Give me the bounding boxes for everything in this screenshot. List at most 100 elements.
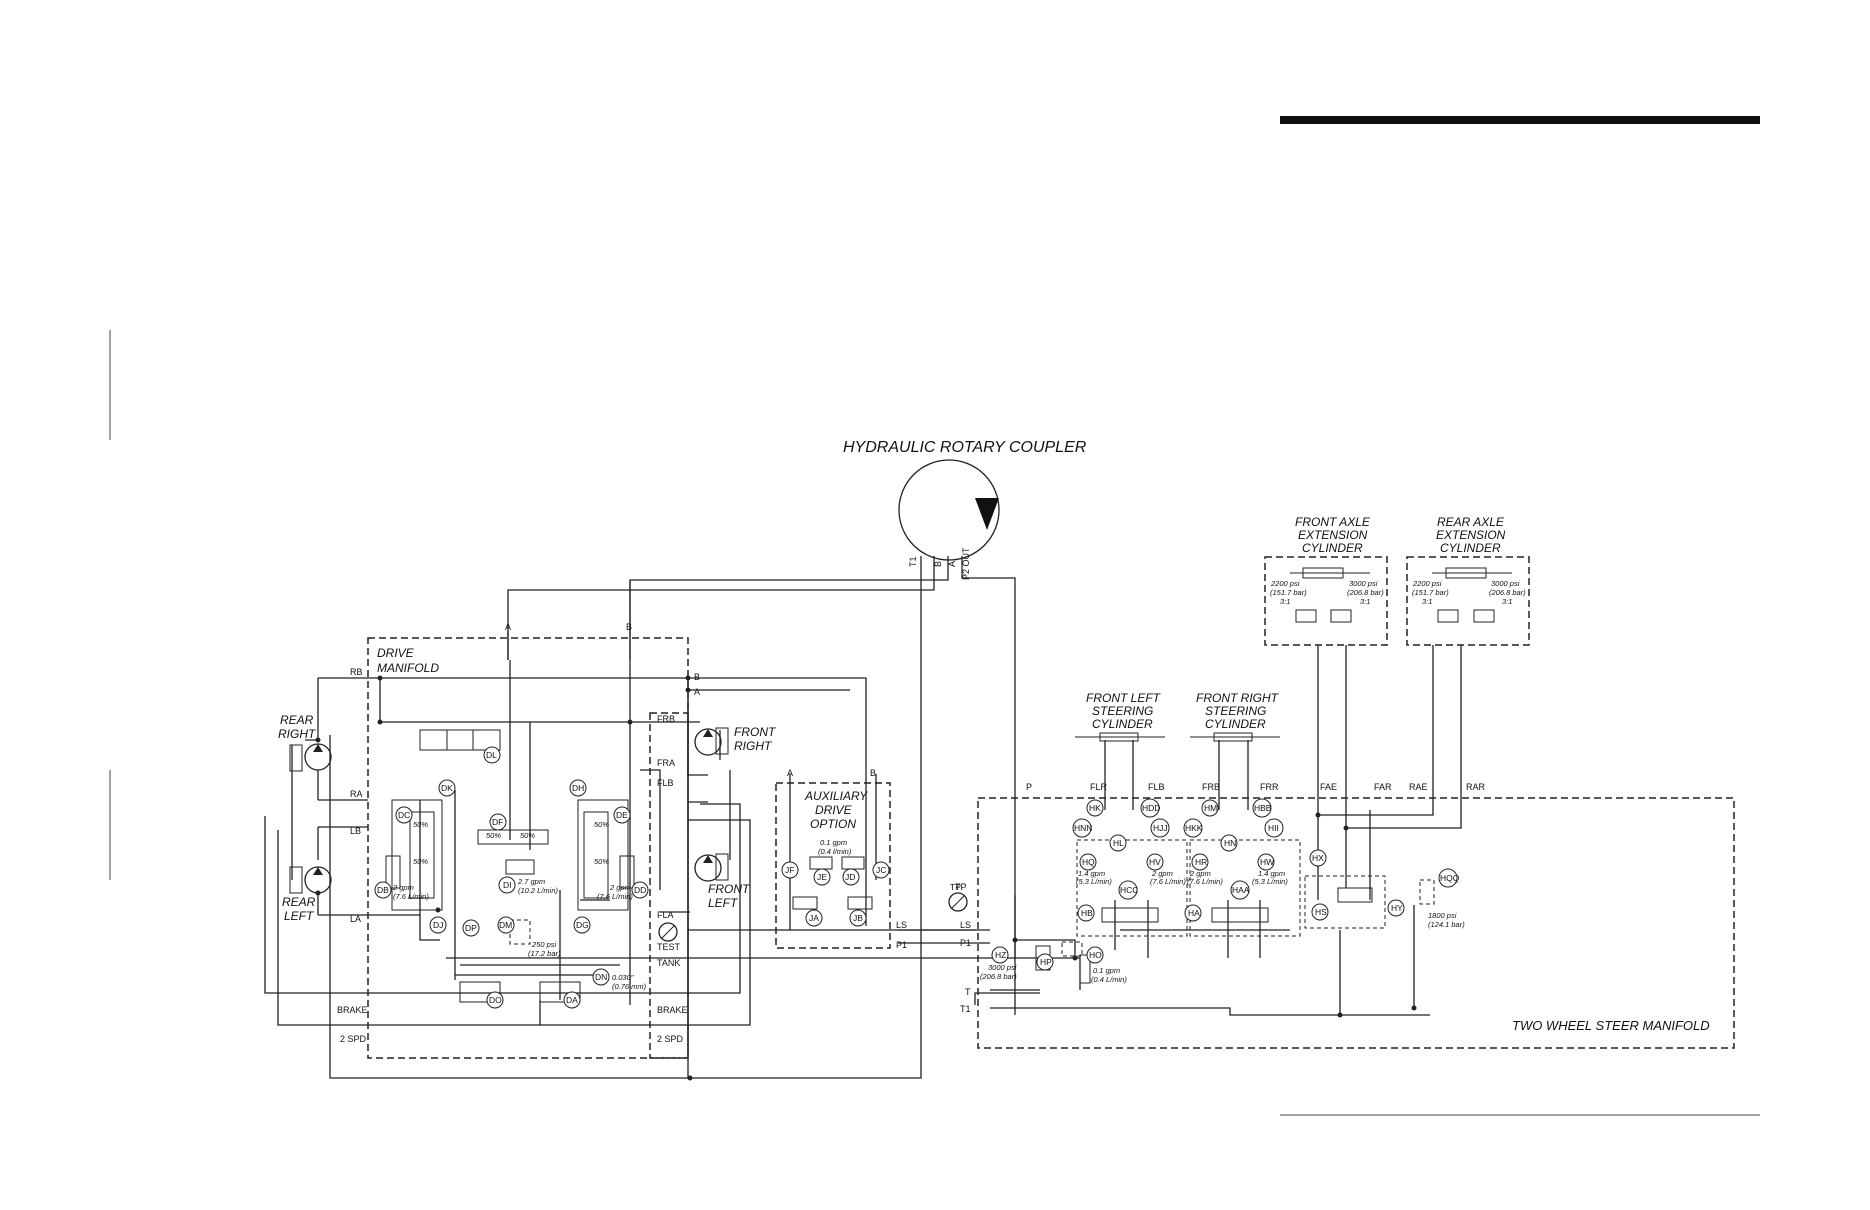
code-hs: HS (1311, 903, 1329, 921)
code-hz: HZ (991, 946, 1009, 964)
svg-text:JD: JD (845, 872, 855, 882)
tw-port-ls: LS (960, 920, 971, 930)
svg-text:HV: HV (1149, 857, 1161, 867)
spec-ho-gpm: 0.1 gpm (1093, 966, 1120, 975)
spec-hr-gpm: 2 gpm (1189, 869, 1211, 878)
drive-front-subbox (649, 712, 689, 1059)
svg-text:HP: HP (1040, 957, 1052, 967)
motor-rear-left-label-1: REAR (282, 895, 316, 909)
spec-ho-lmin: (0.4 L/min) (1091, 975, 1127, 984)
code-hr: HR (1191, 853, 1209, 871)
code-hkk: HKK (1183, 818, 1203, 838)
aux-label-1: AUXILIARY (804, 789, 868, 803)
fl-dir-valve (1101, 907, 1159, 923)
fa-label-1: FRONT AXLE (1295, 515, 1371, 529)
code-do: DO (486, 991, 504, 1009)
spec-dm-psi: 250 psi (531, 940, 557, 949)
fa-r-psi: 3000 psi (1349, 579, 1378, 588)
svg-text:HN: HN (1224, 838, 1236, 848)
spec-db-lmin: (7.6 L/min) (393, 892, 429, 901)
aux-label-3: OPTION (810, 817, 856, 831)
port-la: LA (350, 914, 361, 924)
drive-manifold-label-1: DRIVE (377, 646, 415, 660)
tw-top-ports: P FLR FLB FRB FRR FAE FAR RAE RAR (1026, 782, 1486, 792)
drive-codes: DL DK DC DF DE DH DB DI DD DJ DP DM DG D… (374, 746, 649, 1009)
motor-rear-left-label-2: LEFT (284, 909, 315, 923)
ho-orifice (1079, 954, 1091, 984)
svg-text:DG: DG (576, 920, 589, 930)
port-flb: FLB (657, 778, 674, 788)
tw-port-p: P (1026, 782, 1032, 792)
code-jb: JB (849, 909, 867, 927)
code-de: DE (613, 806, 631, 824)
two-wheel-steer-label: TWO WHEEL STEER MANIFOLD (1512, 1018, 1710, 1033)
port-brake-left: BRAKE (337, 1005, 368, 1015)
tp-gauge (948, 892, 968, 912)
code-haa: HAA (1230, 880, 1250, 900)
code-hx: HX (1309, 849, 1327, 867)
fr-steer-label-1: FRONT RIGHT (1196, 691, 1280, 705)
fl-steer-subbox (1076, 839, 1188, 937)
code-ho: HO (1086, 946, 1104, 964)
code-je: JE (813, 868, 831, 886)
svg-text:HW: HW (1260, 857, 1274, 867)
spec-dd-lmin: (7.6 L/min) (597, 892, 633, 901)
svg-text:HS: HS (1315, 907, 1327, 917)
svg-text:DE: DE (616, 810, 628, 820)
motor-front-right: FRONT RIGHT (694, 725, 777, 756)
port-dm-top-a: A (505, 622, 511, 632)
code-tp: TP (950, 882, 961, 892)
code-ja: JA (805, 909, 823, 927)
fa-label-2: EXTENSION (1298, 528, 1368, 542)
code-hb: HB (1077, 904, 1095, 922)
spec-db-gpm: 2 gpm (392, 883, 414, 892)
spec-dm-bar: (17.2 bar) (528, 949, 561, 958)
aux-spec-lmin: (0.4 l/min) (818, 847, 852, 856)
aux-valve-2 (841, 856, 865, 870)
svg-text:JF: JF (785, 865, 794, 875)
svg-text:JA: JA (809, 913, 819, 923)
spec-hz-bar: (206.8 bar) (980, 972, 1017, 981)
svg-text:DK: DK (441, 783, 453, 793)
svg-text:HA: HA (1188, 908, 1200, 918)
spec-50-d: 50% (520, 831, 535, 840)
svg-text:DH: DH (572, 783, 584, 793)
steer-specs: 3000 psi (206.8 bar) 0.1 gpm (0.4 L/min)… (980, 869, 1465, 984)
svg-text:JE: JE (817, 872, 827, 882)
aux-drive-box (775, 782, 891, 949)
spec-hw-lmin: (5.3 L/min) (1252, 877, 1288, 886)
fl-steer-cylinder: FRONT LEFT STEERING CYLINDER (1075, 691, 1165, 742)
code-hbb: HBB (1252, 798, 1272, 818)
spec-hz-psi: 3000 psi (988, 963, 1017, 972)
svg-text:HCC: HCC (1120, 885, 1138, 895)
drive-components (385, 729, 635, 1003)
coupler-arrow-icon (975, 498, 999, 530)
drive-manifold-ports: RB RA LB LA BRAKE 2 SPD A B B A FRB FRA … (337, 622, 700, 1044)
code-hq: HQ (1079, 853, 1097, 871)
motor-rear-right-label-2: RIGHT (278, 727, 317, 741)
tw-port-rar: RAR (1466, 782, 1486, 792)
svg-text:HII: HII (1268, 823, 1279, 833)
code-hm: HM (1201, 799, 1219, 817)
svg-text:DP: DP (465, 923, 477, 933)
code-jd: JD (842, 868, 860, 886)
svg-text:DO: DO (489, 995, 502, 1005)
code-hw: HW (1257, 853, 1275, 871)
code-hl: HL (1109, 834, 1127, 852)
rotary-coupler (898, 459, 1000, 561)
coupler-port-a: A (947, 561, 957, 567)
code-hjj: HJJ (1150, 818, 1170, 838)
code-dn: DN (592, 968, 610, 986)
svg-text:HX: HX (1312, 853, 1324, 863)
ra-r-bar: (206.8 bar) (1489, 588, 1526, 597)
tw-port-flr: FLR (1090, 782, 1108, 792)
svg-text:DD: DD (634, 885, 646, 895)
fr-dir-valve (1211, 907, 1269, 923)
svg-text:HQ: HQ (1082, 857, 1095, 867)
ra-label-2: EXTENSION (1436, 528, 1506, 542)
fa-l-psi: 2200 psi (1270, 579, 1300, 588)
coupler-port-p2out: P2 OUT (961, 547, 971, 580)
motor-front-left: FRONT LEFT (694, 853, 751, 910)
spec-50-f: 50% (594, 857, 609, 866)
fa-l-ratio: 3:1 (1280, 597, 1290, 606)
